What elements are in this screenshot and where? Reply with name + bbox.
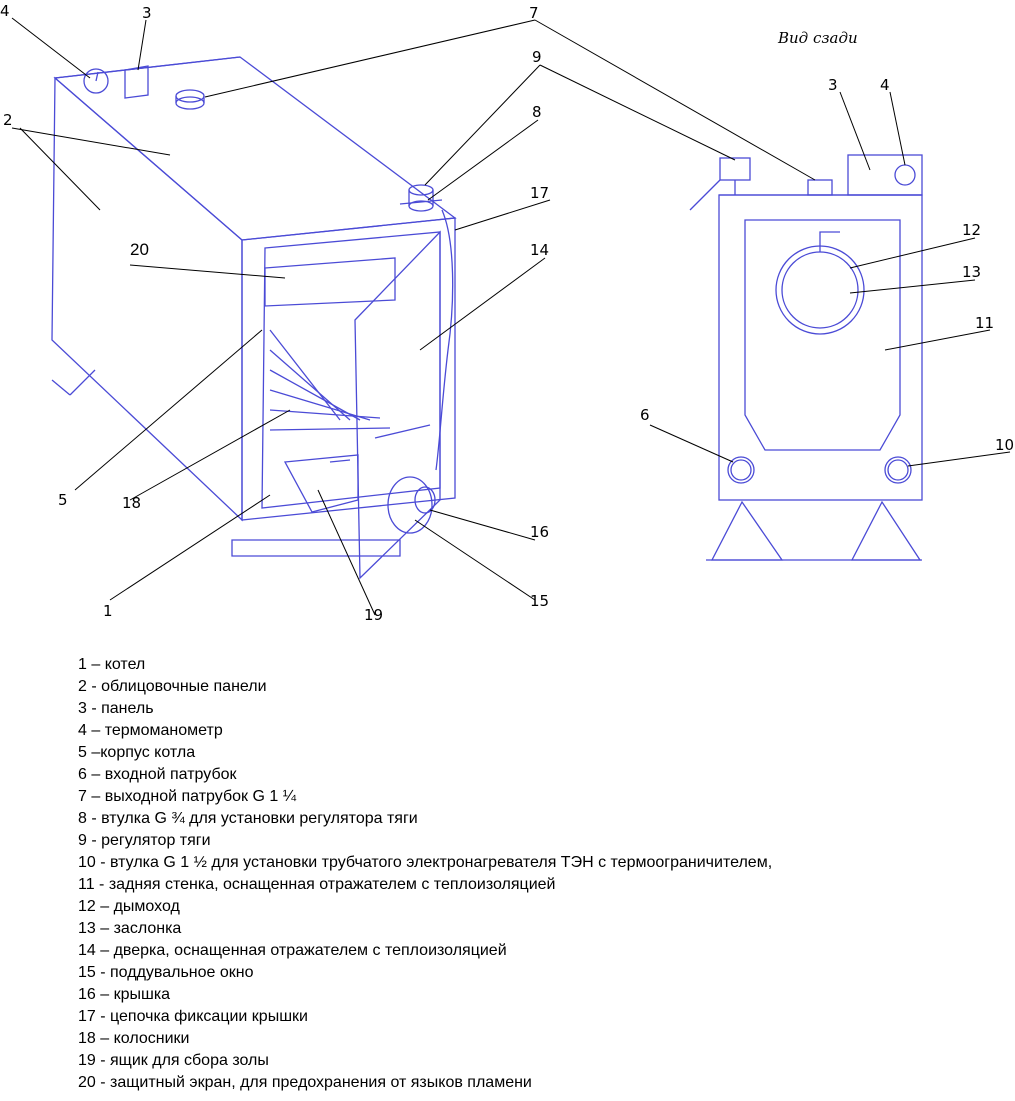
- legend-item: 4 – термоманометр: [78, 722, 223, 739]
- legend-item: 11 - задняя стенка, оснащенная отражател…: [78, 876, 556, 893]
- callout-4: 4: [0, 2, 10, 20]
- legend-item: 8 - втулка G ¾ для установки регулятора …: [78, 810, 418, 827]
- callout-1: 1: [103, 602, 113, 620]
- callout-rear-4: 4: [880, 76, 890, 94]
- callout-rear-10: 10: [995, 436, 1014, 454]
- callout-labels: 4 3 2 7 9 8 17 20 14 5 18 16 15 1 19 Вид…: [0, 2, 1014, 624]
- legend-item: 2 - облицовочные панели: [78, 678, 267, 695]
- callout-3: 3: [142, 4, 152, 22]
- boiler-rear-view: [689, 154, 923, 561]
- callout-8: 8: [532, 103, 542, 121]
- boiler-isometric: [51, 56, 457, 580]
- legend-item: 16 – крышка: [78, 986, 171, 1003]
- legend-item: 1 – котел: [78, 656, 146, 673]
- legend-item: 17 - цепочка фиксации крышки: [78, 1008, 308, 1025]
- legend-item: 3 - панель: [78, 700, 154, 717]
- legend-item: 7 – выходной патрубок G 1 ¼: [78, 788, 297, 805]
- boiler-drawing: 4 3 2 7 9 8 17 20 14 5 18 16 15 1 19 Вид…: [0, 2, 1014, 624]
- callout-16: 16: [530, 523, 549, 541]
- legend-item: 14 – дверка, оснащенная отражателем с те…: [78, 942, 507, 959]
- callout-2: 2: [3, 111, 13, 129]
- callout-15: 15: [530, 592, 549, 610]
- view-title: Вид сзади: [777, 29, 858, 47]
- callout-17: 17: [530, 184, 549, 202]
- callout-7: 7: [529, 4, 539, 22]
- leader-lines: [11, 17, 1011, 616]
- callout-rear-6: 6: [640, 406, 650, 424]
- callout-rear-3: 3: [828, 76, 838, 94]
- legend-item: 20 - защитный экран, для предохранения о…: [78, 1074, 532, 1091]
- callout-20: 20: [130, 240, 149, 259]
- legend-item: 19 - ящик для сбора золы: [78, 1052, 269, 1069]
- legend-item: 15 - поддувальное окно: [78, 964, 254, 981]
- callout-18: 18: [122, 494, 141, 512]
- legend-item: 5 –корпус котла: [78, 744, 196, 761]
- callout-9: 9: [532, 48, 542, 66]
- callout-14: 14: [530, 241, 549, 259]
- legend-item: 10 - втулка G 1 ½ для установки трубчато…: [78, 854, 773, 871]
- legend-item: 6 – входной патрубок: [78, 766, 237, 783]
- legend-item: 12 – дымоход: [78, 898, 180, 915]
- parts-legend: 1 – котел 2 - облицовочные панели 3 - па…: [78, 654, 998, 1094]
- legend-item: 18 – колосники: [78, 1030, 190, 1047]
- callout-rear-12: 12: [962, 221, 981, 239]
- callout-19: 19: [364, 606, 383, 624]
- legend-item: 9 - регулятор тяги: [78, 832, 211, 849]
- legend-item: 13 – заслонка: [78, 920, 182, 937]
- callout-rear-11: 11: [975, 314, 994, 332]
- callout-rear-13: 13: [962, 263, 981, 281]
- callout-5: 5: [58, 491, 68, 509]
